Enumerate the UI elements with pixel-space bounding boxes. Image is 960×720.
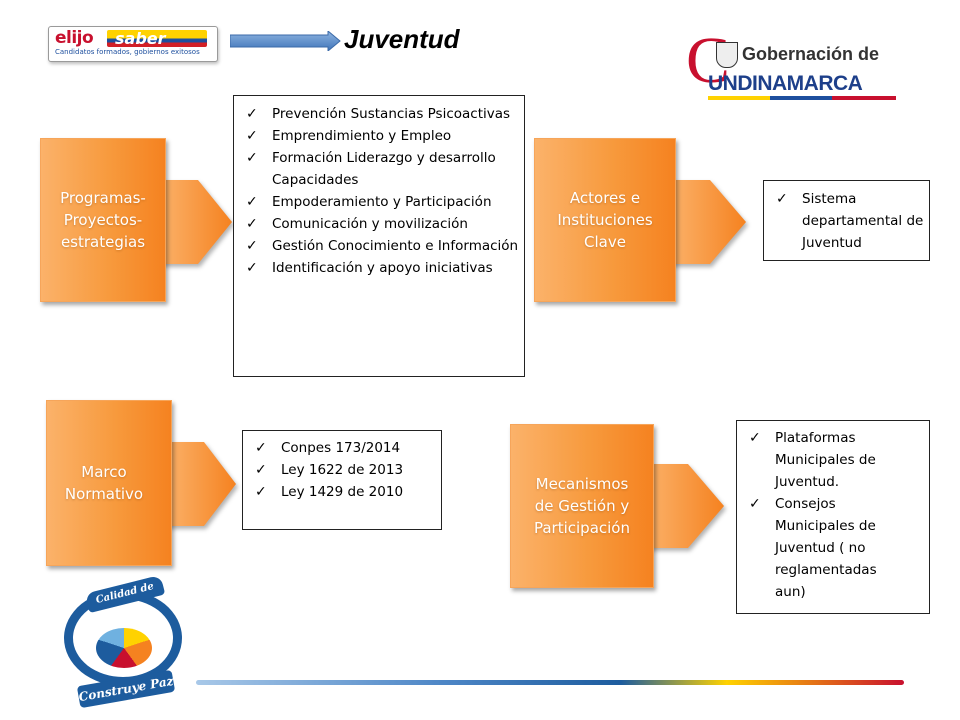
list-item: ✓Gestión Conocimiento e Información: [234, 235, 524, 257]
checkmark-icon: ✓: [776, 191, 788, 207]
programas-list-box: ✓ Prevención Sustancias Psicoactivas ✓Em…: [233, 95, 525, 377]
actores-label: Actores e Instituciones Clave: [557, 189, 653, 251]
list-item: ✓Consejos Municipales de Juventud ( no r…: [737, 493, 929, 603]
logo-flag-bar: saber: [107, 29, 207, 48]
logo-tagline: Candidatos formados, gobiernos exitosos: [55, 48, 200, 56]
list-item: ✓Comunicación y movilización: [234, 213, 524, 235]
checkmark-icon: ✓: [246, 128, 258, 144]
logo-line-2: UNDINAMARCA: [708, 72, 863, 95]
list-item: ✓Identificación y apoyo iniciativas: [234, 257, 524, 279]
calidad-de-vida-emblem: Calidad de Vida Construye Paz: [58, 574, 190, 709]
checkmark-icon: ✓: [246, 194, 258, 210]
list-item: ✓Emprendimiento y Empleo: [234, 125, 524, 147]
mecanismos-box: [510, 424, 654, 588]
programas-list: ✓ Prevención Sustancias Psicoactivas ✓Em…: [234, 103, 524, 279]
checkmark-icon: ✓: [749, 430, 761, 446]
checkmark-icon: ✓: [246, 106, 258, 122]
gobernacion-cundinamarca-logo: C Gobernación de UNDINAMARCA: [686, 28, 898, 100]
emblem-sun-icon: [96, 628, 152, 668]
list-item: ✓ Prevención Sustancias Psicoactivas: [234, 103, 524, 125]
list-item: ✓Ley 1429 de 2010: [243, 481, 441, 503]
checkmark-icon: ✓: [246, 150, 258, 166]
mecanismos-label: Mecanismos de Gestión y Participación: [533, 475, 630, 537]
actores-list-box: ✓ Sistema departamental de Juventud: [763, 180, 930, 261]
checkmark-icon: ✓: [255, 462, 267, 478]
mecanismos-arrow-icon: [646, 464, 724, 548]
footer-stripe: [196, 680, 904, 685]
programas-arrow-icon: [160, 180, 232, 264]
logo-word-elijo: elijo: [55, 28, 94, 48]
marco-arrow-icon: [166, 442, 236, 526]
actores-arrow-icon: [670, 180, 746, 264]
mecanismos-list-box: ✓ Plataformas Municipales de Juventud. ✓…: [736, 420, 930, 614]
page-title: Juventud: [344, 24, 460, 54]
list-item: ✓Empoderamiento y Participación: [234, 191, 524, 213]
header-arrow-icon: [230, 31, 341, 51]
checkmark-icon: ✓: [246, 216, 258, 232]
marco-label: Marco Normativo: [64, 463, 144, 503]
marco-list-box: ✓Conpes 173/2014 ✓Ley 1622 de 2013 ✓Ley …: [242, 430, 442, 530]
list-item: ✓Ley 1622 de 2013: [243, 459, 441, 481]
checkmark-icon: ✓: [255, 440, 267, 456]
logo-line-1: Gobernación de: [742, 44, 880, 64]
actores-list: ✓ Sistema departamental de Juventud: [764, 188, 929, 254]
list-item: ✓Formación Liderazgo y desarrollo Capaci…: [234, 147, 524, 191]
actores-box: [534, 138, 676, 302]
list-item: ✓Conpes 173/2014: [243, 437, 441, 459]
marco-box: [46, 400, 172, 566]
logo-stripe: [708, 96, 896, 100]
elijo-saber-logo: elijo saber Candidatos formados, gobiern…: [48, 26, 218, 62]
list-item: ✓ Plataformas Municipales de Juventud.: [737, 427, 929, 493]
crest-icon: [716, 42, 738, 68]
list-item: ✓ Sistema departamental de Juventud: [764, 188, 929, 254]
checkmark-icon: ✓: [246, 260, 258, 276]
checkmark-icon: ✓: [255, 484, 267, 500]
mecanismos-list: ✓ Plataformas Municipales de Juventud. ✓…: [737, 427, 929, 603]
marco-list: ✓Conpes 173/2014 ✓Ley 1622 de 2013 ✓Ley …: [243, 437, 441, 503]
logo-word-saber: saber: [115, 29, 166, 48]
checkmark-icon: ✓: [749, 496, 761, 512]
programas-box: [40, 138, 166, 302]
programas-label: Programas- Proyectos- estrategias: [60, 189, 146, 251]
checkmark-icon: ✓: [246, 238, 258, 254]
